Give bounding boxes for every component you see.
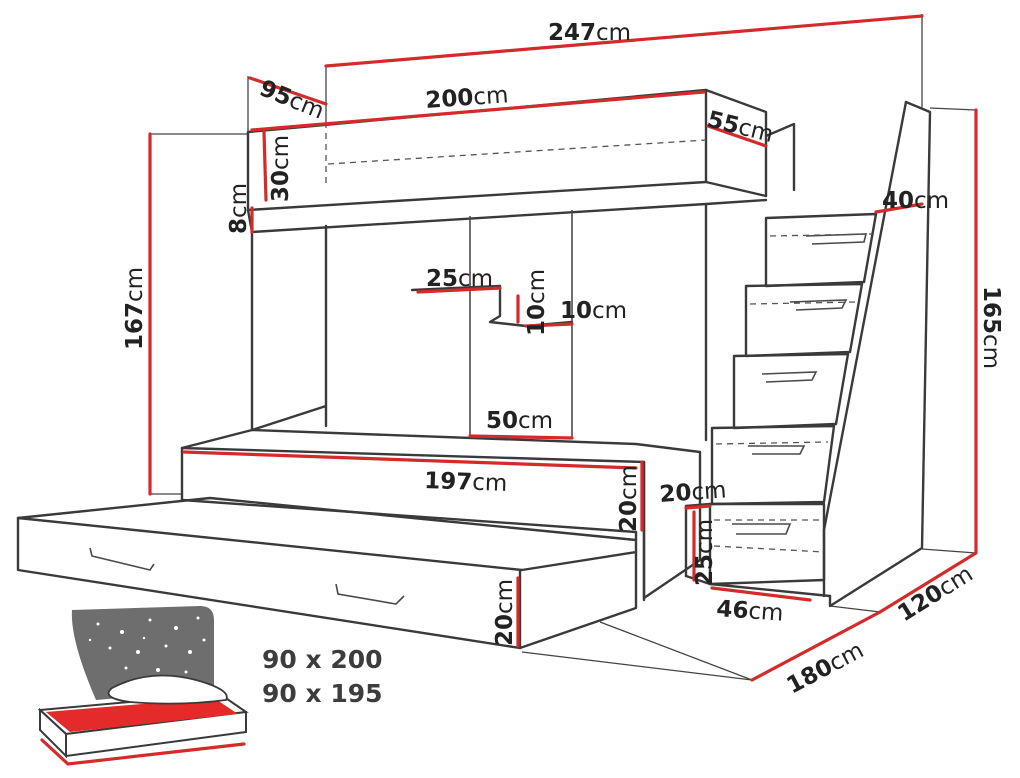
label-120: 120cm <box>893 561 977 627</box>
stars-icon <box>88 616 206 674</box>
label-20-drawer: 20cm <box>492 579 518 646</box>
label-180: 180cm <box>783 637 869 699</box>
label-46: 46cm <box>716 596 785 627</box>
dimension-guides <box>150 14 977 681</box>
label-25-shelf: 25cm <box>426 266 493 292</box>
label-165: 165cm <box>978 286 1004 369</box>
label-10: 10cm <box>560 298 627 324</box>
label-95: 95cm <box>256 75 328 124</box>
mattress-size-1: 90 x 200 <box>262 645 383 674</box>
label-247: 247cm <box>548 20 631 46</box>
staircase <box>684 100 932 608</box>
label-8: 8cm <box>226 183 252 234</box>
pillow <box>107 674 228 705</box>
label-25-step: 25cm <box>692 519 718 586</box>
label-20-step: 20cm <box>659 477 728 508</box>
label-40: 40cm <box>882 188 949 214</box>
label-167: 167cm <box>122 267 148 350</box>
label-30: 30cm <box>268 135 294 202</box>
label-197: 197cm <box>424 468 508 497</box>
mattress-size-2: 90 x 195 <box>262 679 383 708</box>
label-50: 50cm <box>486 408 553 434</box>
bed-frame <box>16 88 796 650</box>
dimension-labels: 247cm 95cm 200cm 55cm 30cm 8cm 167cm 25c… <box>122 20 1004 699</box>
label-200: 200cm <box>425 82 510 114</box>
red-dimension-lines <box>148 14 978 682</box>
mattress-top <box>46 698 238 732</box>
mattress-icon <box>37 606 249 766</box>
label-20-bed: 20cm <box>616 465 642 532</box>
label-10-vertical: 10cm <box>524 269 550 336</box>
